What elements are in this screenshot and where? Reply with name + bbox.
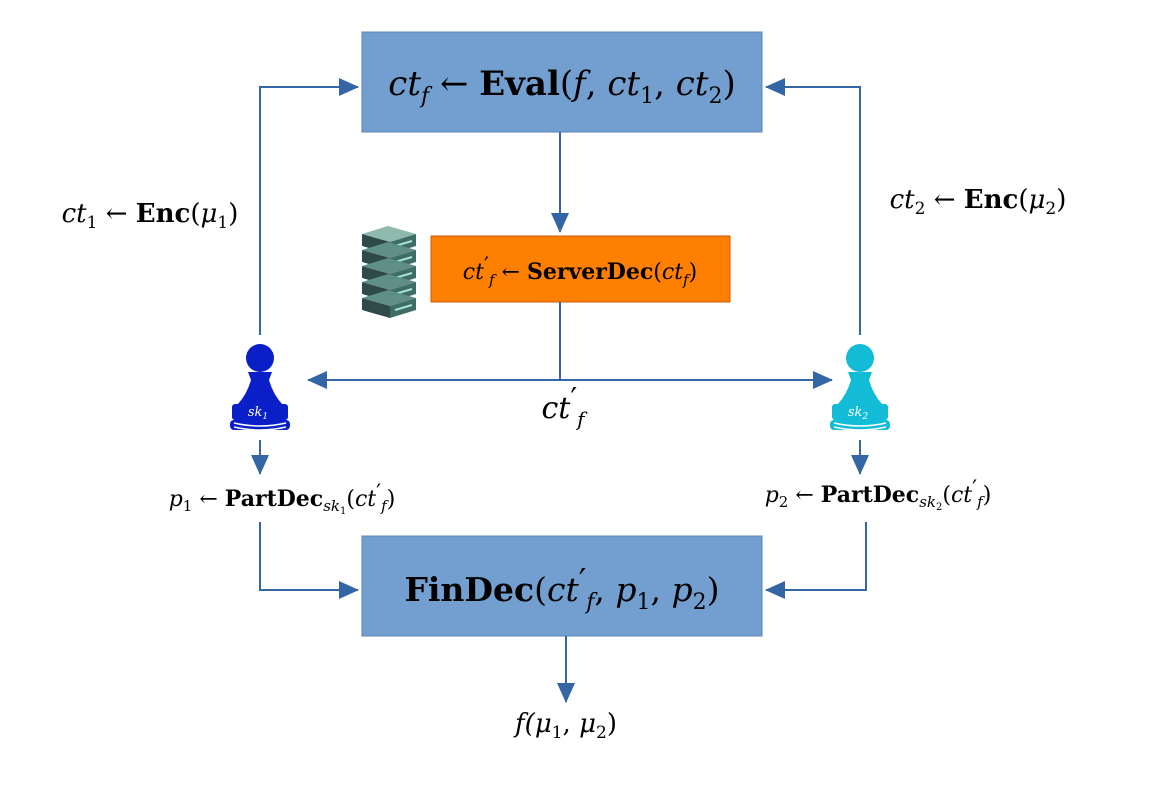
server-stack-icon (362, 226, 416, 318)
arrow-partdec1-to-findec (259, 522, 359, 599)
enc2-label: ct2 ← Enc(μ2) (890, 185, 1067, 219)
arrow-partdec2-to-findec (765, 522, 867, 599)
output-label: f(μ1, μ2) (513, 709, 617, 743)
findec-box (361, 535, 763, 637)
eval-box (361, 31, 763, 133)
broadcast-label: ct′f (541, 382, 588, 431)
enc1-label: ct1 ← Enc(μ1) (62, 199, 239, 233)
arrow-party2-to-eval (765, 78, 861, 335)
server-dec-box (430, 235, 731, 303)
svg-text:sk1: sk1 (248, 405, 268, 422)
arrow-party1-to-eval (259, 78, 359, 335)
party1-key-subscript: 1 (262, 412, 268, 422)
partdec1-label: p1 ← PartDecsk1(ct′f) (169, 481, 396, 517)
party1-key-label: sk (248, 405, 263, 420)
server-dec-formula: ct′f ← ServerDec(ctf) (463, 254, 697, 289)
eval-formula: ctf ← Eval(f, ct1, ct2) (388, 64, 735, 109)
party2-pawn-icon: sk2 (830, 344, 890, 431)
party2-key-label: sk (848, 405, 863, 420)
partdec2-label: p2 ← PartDecsk2(ct′f) (765, 477, 992, 513)
party1-pawn-icon: sk1 (230, 344, 290, 431)
party2-key-subscript: 2 (861, 412, 868, 422)
findec-formula: FinDec(ct′f, p1, p2) (404, 561, 719, 615)
connectors (251, 78, 869, 703)
server-blade-5 (362, 290, 416, 318)
svg-text:sk2: sk2 (848, 405, 869, 422)
